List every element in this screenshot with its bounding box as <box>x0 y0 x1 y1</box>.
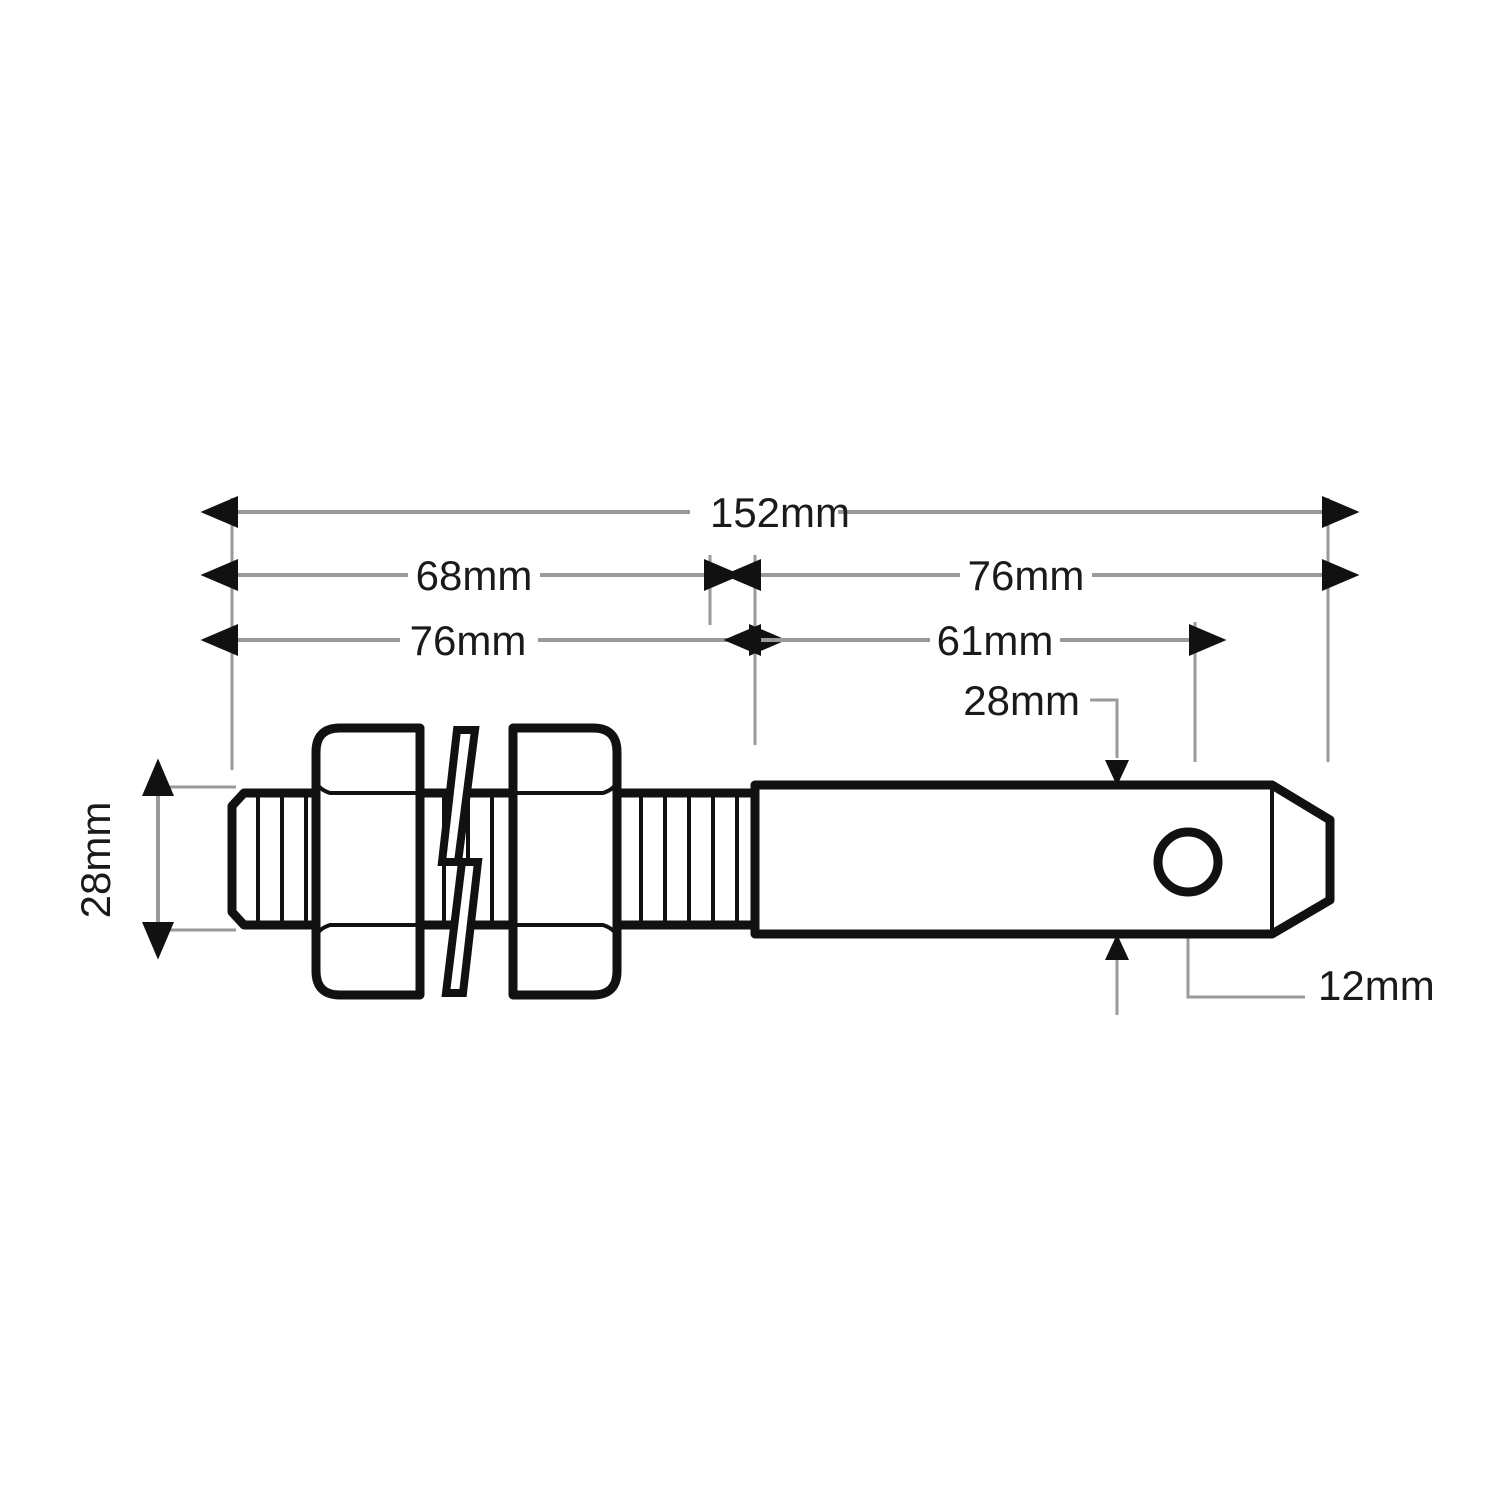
dimension-76-right: 76mm <box>723 552 1360 599</box>
nut-right-chamfer-bottom <box>513 923 619 938</box>
dimension-thread-diameter-28: 28mm <box>72 758 236 960</box>
break-line-shape <box>437 726 483 997</box>
leader-28-arrowhead <box>1105 760 1129 786</box>
dimension-shaft-diameter-28: 28mm <box>963 677 1129 786</box>
shaft-dim-lower-arrowhead <box>1105 934 1129 960</box>
shaft-diameter-lower-arrow <box>1105 934 1129 1015</box>
pin-shaft-outline <box>750 780 1335 939</box>
break-line-symbol <box>437 726 483 997</box>
nut-left-chamfer-bottom <box>314 923 420 938</box>
dim-label-76-left: 76mm <box>410 617 527 664</box>
dimension-total-152: 152mm <box>200 489 1360 536</box>
dimension-76-left: 76mm <box>200 617 787 664</box>
hex-nut-left-outline <box>311 723 425 1000</box>
dim-label-28-shaft: 28mm <box>963 677 1080 724</box>
threaded-end-outline <box>227 788 321 930</box>
dim-label-28-thread: 28mm <box>72 802 119 919</box>
dim-label-12-hole: 12mm <box>1318 962 1435 1009</box>
hex-nut-right-outline <box>508 723 622 1000</box>
dimension-68: 68mm <box>200 552 742 599</box>
threaded-shank-outline <box>612 788 760 930</box>
linch-pin-hole <box>1153 827 1223 897</box>
dim-label-61: 61mm <box>937 617 1054 664</box>
nut-right-chamfer-top <box>513 780 619 795</box>
dimension-61: 61mm <box>723 617 1227 664</box>
dim-label-152: 152mm <box>710 489 850 536</box>
nut-left-chamfer-top <box>314 780 420 795</box>
leader-28-path <box>1090 698 1119 758</box>
dim-label-68: 68mm <box>416 552 533 599</box>
dim-label-76-right: 76mm <box>968 552 1085 599</box>
